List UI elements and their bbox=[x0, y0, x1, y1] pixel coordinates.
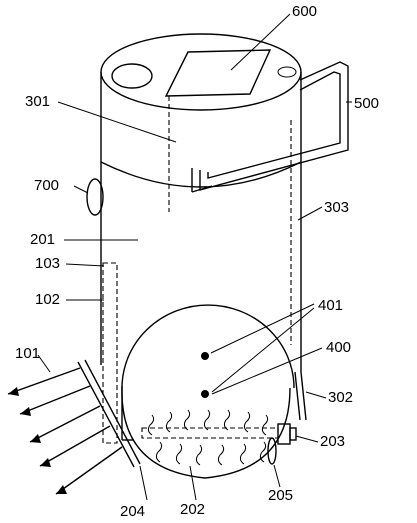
label-500: 500 bbox=[354, 95, 379, 112]
outflow-arrows bbox=[7, 367, 123, 495]
pipe-500 bbox=[191, 61, 349, 193]
label-700: 700 bbox=[34, 177, 59, 194]
label-301: 301 bbox=[25, 93, 50, 110]
label-205: 205 bbox=[268, 487, 293, 504]
label-204: 204 bbox=[120, 503, 145, 520]
side-port-700 bbox=[86, 178, 104, 216]
top-fittings bbox=[111, 49, 297, 97]
label-303: 303 bbox=[324, 199, 349, 216]
label-102: 102 bbox=[35, 291, 60, 308]
reference-labels: 600 301 500 700 303 201 103 102 401 400 … bbox=[15, 3, 379, 520]
label-202: 202 bbox=[180, 501, 205, 518]
label-103: 103 bbox=[35, 255, 60, 272]
top-panel-600 bbox=[164, 49, 272, 97]
sphere-400 bbox=[121, 304, 295, 479]
point-401-lower bbox=[201, 390, 209, 398]
tube-103 bbox=[102, 262, 118, 444]
label-400: 400 bbox=[326, 339, 351, 356]
label-201: 201 bbox=[30, 231, 55, 248]
internal-dashed-lines bbox=[168, 96, 292, 345]
label-600: 600 bbox=[292, 3, 317, 20]
label-101: 101 bbox=[15, 345, 40, 362]
leader-lines bbox=[37, 13, 352, 501]
discharge-ramp-101 bbox=[7, 359, 141, 495]
tank-body bbox=[100, 33, 302, 372]
point-401-upper bbox=[201, 352, 209, 360]
label-302: 302 bbox=[328, 389, 353, 406]
label-203: 203 bbox=[320, 433, 345, 450]
label-401: 401 bbox=[318, 297, 343, 314]
stirring-assembly bbox=[141, 409, 297, 466]
